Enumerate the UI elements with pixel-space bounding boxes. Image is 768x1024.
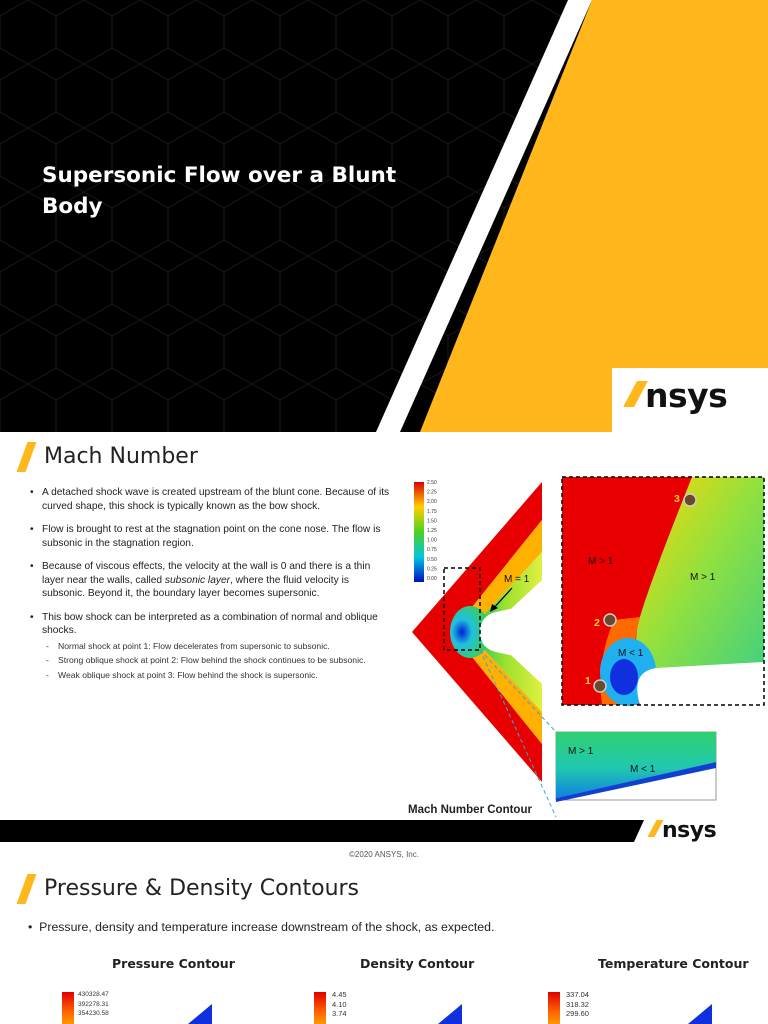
point-1-marker	[593, 679, 607, 693]
mach-legend-bar	[414, 482, 424, 582]
legend-label: 3.74	[332, 1009, 347, 1018]
point-1-label: 1	[585, 675, 591, 687]
slide-title: Supersonic Flow over a Blunt Body	[42, 163, 397, 219]
logo-panel	[612, 368, 768, 432]
mach-legend-label: 1.50	[427, 518, 437, 524]
heading-accent-slash	[16, 874, 37, 904]
footer-logo-panel	[634, 820, 768, 842]
bullet-item: Flow is brought to rest at the stagnatio…	[28, 523, 390, 550]
mach-legend-label: 2.00	[427, 499, 437, 505]
post-shock-region	[452, 520, 542, 744]
density-contour-preview	[438, 1004, 462, 1024]
inset-label-m-less-1: M < 1	[630, 764, 656, 775]
mach-legend-label: 2.25	[427, 490, 437, 496]
zoom-body	[637, 662, 764, 705]
yellow-stripe	[420, 0, 768, 432]
mach-legend-label: 2.50	[427, 480, 437, 486]
label-m-greater-1-right: M > 1	[690, 572, 716, 583]
bullet-text: Pressure, density and temperature increa…	[39, 920, 495, 934]
legend-label: 299.60	[566, 1009, 589, 1018]
point-3-label: 3	[674, 493, 680, 505]
m1-arrowhead	[490, 604, 498, 612]
temperature-legend-bar	[548, 992, 560, 1024]
label-m-greater-1-left: M > 1	[588, 556, 614, 567]
mach-legend-label: 1.25	[427, 528, 437, 534]
slide-heading: Mach Number	[44, 444, 198, 469]
sub-bullet-item: Weak oblique shock at point 3: Flow behi…	[28, 670, 390, 682]
legend-label: 392278.31	[78, 1000, 109, 1008]
title-slide-background	[0, 0, 768, 432]
density-contour-shape	[438, 1004, 462, 1024]
white-stripe	[376, 0, 592, 432]
bullet-item: • Pressure, density and temperature incr…	[28, 920, 495, 934]
zoom-stagnation-core	[610, 659, 638, 695]
ansys-logo-text: nsys	[662, 818, 717, 842]
point-3-marker	[683, 493, 697, 507]
mach-legend-label: 0.50	[427, 557, 437, 563]
mach-legend-label: 0.25	[427, 566, 437, 572]
bullet-item: A detached shock wave is created upstrea…	[28, 486, 390, 513]
slide-footer-bar	[0, 820, 768, 842]
legend-label: 318.32	[566, 999, 589, 1009]
temperature-legend-labels: 337.04 318.32 299.60	[566, 990, 589, 1019]
legend-label: 430328.47	[78, 991, 109, 998]
point-2-marker	[603, 613, 617, 627]
heading-accent-slash	[16, 442, 37, 472]
zoom-supersonic-region	[636, 477, 764, 677]
pressure-density-slide: Pressure & Density Contours • Pressure, …	[0, 864, 768, 1024]
ansys-logo-text: nsys	[645, 376, 728, 415]
connector-line	[479, 649, 557, 733]
sub-bullet-item: Normal shock at point 1: Flow decelerate…	[28, 641, 390, 653]
legend-label: 337.04	[566, 990, 589, 999]
mach-legend-label: 0.00	[427, 576, 437, 582]
bullet-item: Because of viscous effects, the velocity…	[28, 560, 390, 601]
sub-bullet-item: Strong oblique shock at point 2: Flow be…	[28, 655, 390, 667]
temperature-contour-title: Temperature Contour	[598, 956, 749, 971]
temperature-contour-shape	[688, 1004, 712, 1024]
mach-legend-label: 1.00	[427, 538, 437, 544]
blunt-body	[480, 602, 542, 662]
legend-label: 354230.58	[78, 1010, 109, 1017]
legend-label: 4.45	[332, 990, 347, 999]
bullet-text: Because of viscous effects, the velocity…	[42, 561, 371, 586]
zoom-detail-border	[561, 476, 765, 706]
legend-label: 4.10	[332, 999, 347, 1009]
inset-flow-region	[556, 732, 716, 798]
pressure-contour-shape	[188, 1004, 212, 1024]
bullet-list: A detached shock wave is created upstrea…	[28, 486, 390, 684]
title-slide: Supersonic Flow over a Blunt Body nsys	[0, 0, 768, 432]
expansion-region	[468, 552, 542, 712]
mach-contour-figure: 2.50 2.25 2.00 1.75 1.50 1.25 1.00 0.75 0.50 0.25…	[412, 476, 765, 818]
bow-shock-region	[412, 482, 542, 782]
ansys-logo: nsys	[647, 818, 717, 842]
mach-legend-label: 0.75	[427, 547, 437, 553]
bullet-text: , where the fluid velocity is subsonic. …	[42, 574, 349, 600]
figure-caption: Mach Number Contour	[408, 804, 532, 816]
density-legend-bar	[314, 992, 326, 1024]
pressure-contour-title: Pressure Contour	[112, 956, 235, 971]
mach-legend-label: 1.75	[427, 509, 437, 515]
temperature-contour-preview	[688, 1004, 712, 1024]
bullet-item: This bow shock can be interpreted as a c…	[28, 611, 390, 638]
density-contour-title: Density Contour	[360, 956, 475, 971]
zoom-box-small	[443, 567, 481, 651]
inset-subsonic-layer	[556, 762, 716, 802]
copyright-notice: ©2020 ANSYS, Inc.	[349, 850, 419, 859]
density-legend-labels: 4.45 4.10 3.74	[332, 990, 347, 1019]
ansys-logo: nsys	[623, 376, 728, 415]
mach-legend-labels: 2.50 2.25 2.00 1.75 1.50 1.25 1.00 0.75 0.50 0.25…	[427, 480, 437, 582]
pressure-legend-labels: 430328.47 392278.31 354230.58	[78, 990, 109, 1019]
inset-label-m-greater-1: M > 1	[568, 746, 594, 757]
label-m-equals-1: M = 1	[504, 574, 530, 585]
connector-line	[479, 649, 557, 818]
pressure-contour-preview	[188, 1004, 212, 1024]
pressure-legend-bar	[62, 992, 74, 1024]
mach-number-slide: Mach Number A detached shock wave is cre…	[0, 432, 768, 842]
label-m-less-1: M < 1	[618, 648, 644, 659]
bullet-italic-term: subsonic layer	[164, 574, 231, 586]
slide-heading: Pressure & Density Contours	[44, 876, 360, 901]
point-2-label: 2	[594, 617, 600, 629]
footer-logo-background	[634, 820, 768, 842]
